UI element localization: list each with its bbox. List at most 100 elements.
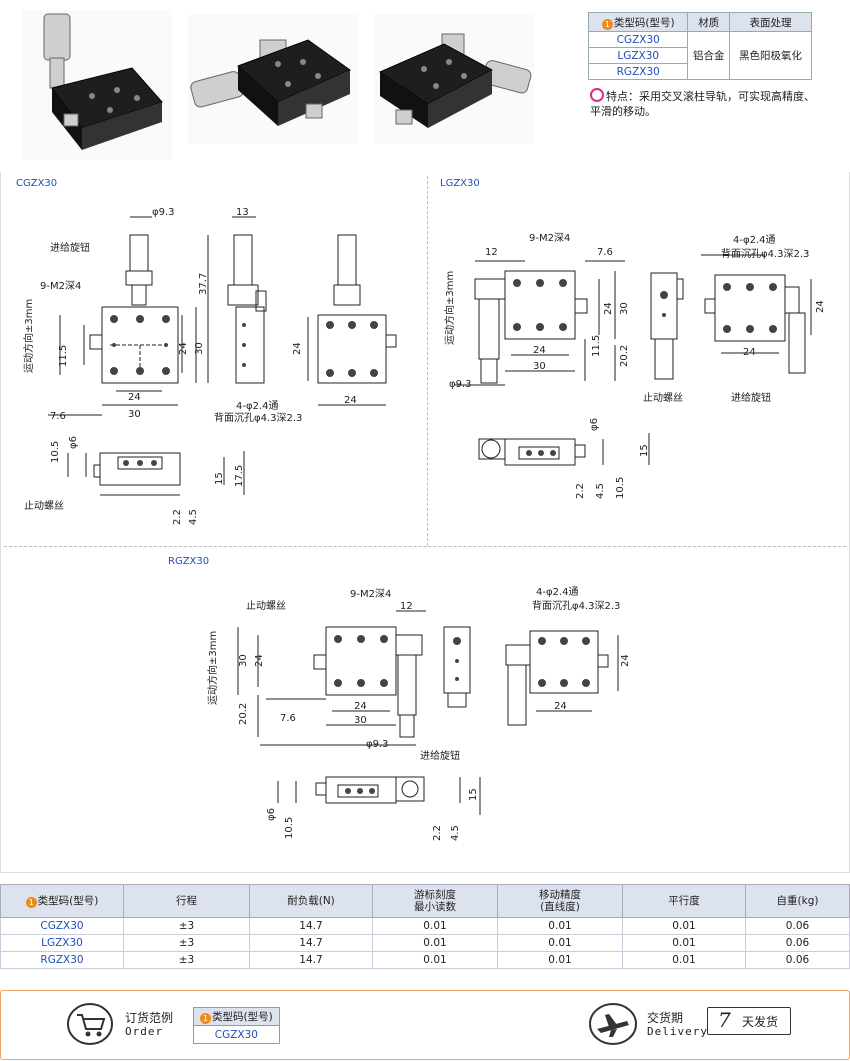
section-label-rgzx: RGZX30 [168,556,210,567]
callout-stop-screw: 止动螺丝 [24,500,64,512]
shopping-cart-icon [67,1003,113,1045]
dim-label: φ6 [589,418,600,431]
micrometer-head [43,13,71,61]
dim-label: 20.2 [619,345,630,367]
marker-icon: 1 [200,1013,211,1024]
dim-label: 7.6 [50,411,66,422]
spec-model: CGZX30 [587,31,689,48]
dim-label: φ6 [266,808,277,821]
spec-header-material: 材质 [687,12,731,32]
dim-label: 10.5 [615,477,626,499]
dim-label: 30 [194,342,205,355]
spec-model: RGZX30 [587,63,689,80]
callout-m2: 9-M2深4 [529,232,570,244]
dim-label: φ9.3 [152,207,175,218]
cell: 14.7 [249,951,373,969]
dim-label: 20.2 [238,703,249,725]
dim-label: 24 [743,347,756,358]
cell: 0.01 [497,951,623,969]
cell: ±3 [123,917,250,935]
dim-label: 24 [533,345,546,356]
callout-m2: 9-M2深4 [40,280,81,292]
col-header-load: 耐负载(N) [249,884,373,918]
col-header-weight: 自重(kg) [745,884,850,918]
rgzx-drawing: 9-M2深4 止动螺丝 12 4-φ2.4通 背面沉孔φ4.3深2.3 运动方向… [206,586,631,841]
dim-label: φ6 [68,436,79,449]
feature-note: 特点：采用交叉滚柱导轨，可实现高精度、平滑的移动。 [590,88,815,118]
dim-label: 30 [533,361,546,372]
dim-label: 12 [485,247,498,258]
cell: 0.01 [497,934,623,952]
dim-label: 15 [468,788,479,801]
order-value: CGZX30 [193,1025,280,1044]
lgzx-drawing: 12 9-M2深4 7.6 4-φ2.4通 背面沉孔φ4.3深2.3 运动方向±… [443,232,826,499]
cell: ±3 [123,951,250,969]
dim-label: 30 [128,409,141,420]
dim-label: 10.5 [284,817,295,839]
dim-label: 15 [639,444,650,457]
cell: 0.01 [622,917,746,935]
col-header-parallelism: 平行度 [622,884,746,918]
dim-label: 24 [554,701,567,712]
dim-label: φ9.3 [366,739,389,750]
delivery-title-en: Delivery [647,1025,708,1038]
dim-label: 运动方向±3mm [443,271,456,345]
dim-label: 37.7 [198,273,209,295]
product-photo-cgzx [22,10,172,160]
cell: 0.01 [372,951,498,969]
spec-finish: 黑色阳极氧化 [729,31,812,80]
table-row: RGZX30 ±3 14.7 0.01 0.01 0.01 0.06 [0,951,850,969]
dim-label: 15 [214,472,225,485]
callout-feed-knob: 进给旋钮 [731,391,771,404]
cell: 0.01 [497,917,623,935]
dim-label: 10.5 [50,441,61,463]
section-label-lgzx: LGZX30 [440,178,480,189]
dim-label: 7.6 [597,247,613,258]
dim-label: 11.5 [58,345,69,367]
callout-stop-screw: 止动螺丝 [246,600,286,612]
cell: 14.7 [249,917,373,935]
table-row: CGZX30 ±3 14.7 0.01 0.01 0.01 0.06 [0,917,850,935]
callout-counterbore: 背面沉孔φ4.3深2.3 [214,411,302,424]
spec-material: 铝合金 [687,31,731,80]
dim-label: 24 [128,392,141,403]
marker-icon: 1 [25,896,37,908]
dim-label: 2.2 [432,825,443,841]
feature-bullet-icon [590,88,604,102]
cell: 14.7 [249,934,373,952]
delivery-title: 交货期 [647,1011,684,1025]
dim-label: 4.5 [450,825,461,841]
dim-label: 4.5 [188,509,199,525]
dim-label: 7.6 [280,713,296,724]
cell-model: RGZX30 [0,951,124,969]
airplane-icon [589,1003,637,1045]
callout-holes: 4-φ2.4通 [536,586,578,598]
callout-counterbore: 背面沉孔φ4.3深2.3 [532,599,620,612]
table-row: LGZX30 ±3 14.7 0.01 0.01 0.01 0.06 [0,934,850,952]
cell: 0.01 [622,934,746,952]
order-title: 订货范例 [125,1011,174,1025]
marker-icon: 1 [601,18,613,30]
dim-label: 13 [236,207,249,218]
col-header-stroke: 行程 [123,884,250,918]
callout-stop-screw: 止动螺丝 [643,392,683,404]
callout-m2: 9-M2深4 [350,588,391,600]
col-header-accuracy: 移动精度 (直线度) [497,884,623,918]
dim-label: 30 [238,654,249,667]
order-title-en: Order [125,1025,164,1038]
divider-horizontal [4,546,846,547]
dim-label: 24 [354,701,367,712]
product-photo-lgzx [188,14,358,144]
dim-label: 2.2 [172,509,183,525]
callout-counterbore: 背面沉孔φ4.3深2.3 [721,247,809,260]
dim-label: 12 [400,601,413,612]
delivery-days-box: 7 天发货 [707,1007,791,1035]
callout-feed-knob: 进给旋钮 [50,241,90,254]
dim-label: φ9.3 [449,379,472,390]
dim-label: 24 [344,395,357,406]
